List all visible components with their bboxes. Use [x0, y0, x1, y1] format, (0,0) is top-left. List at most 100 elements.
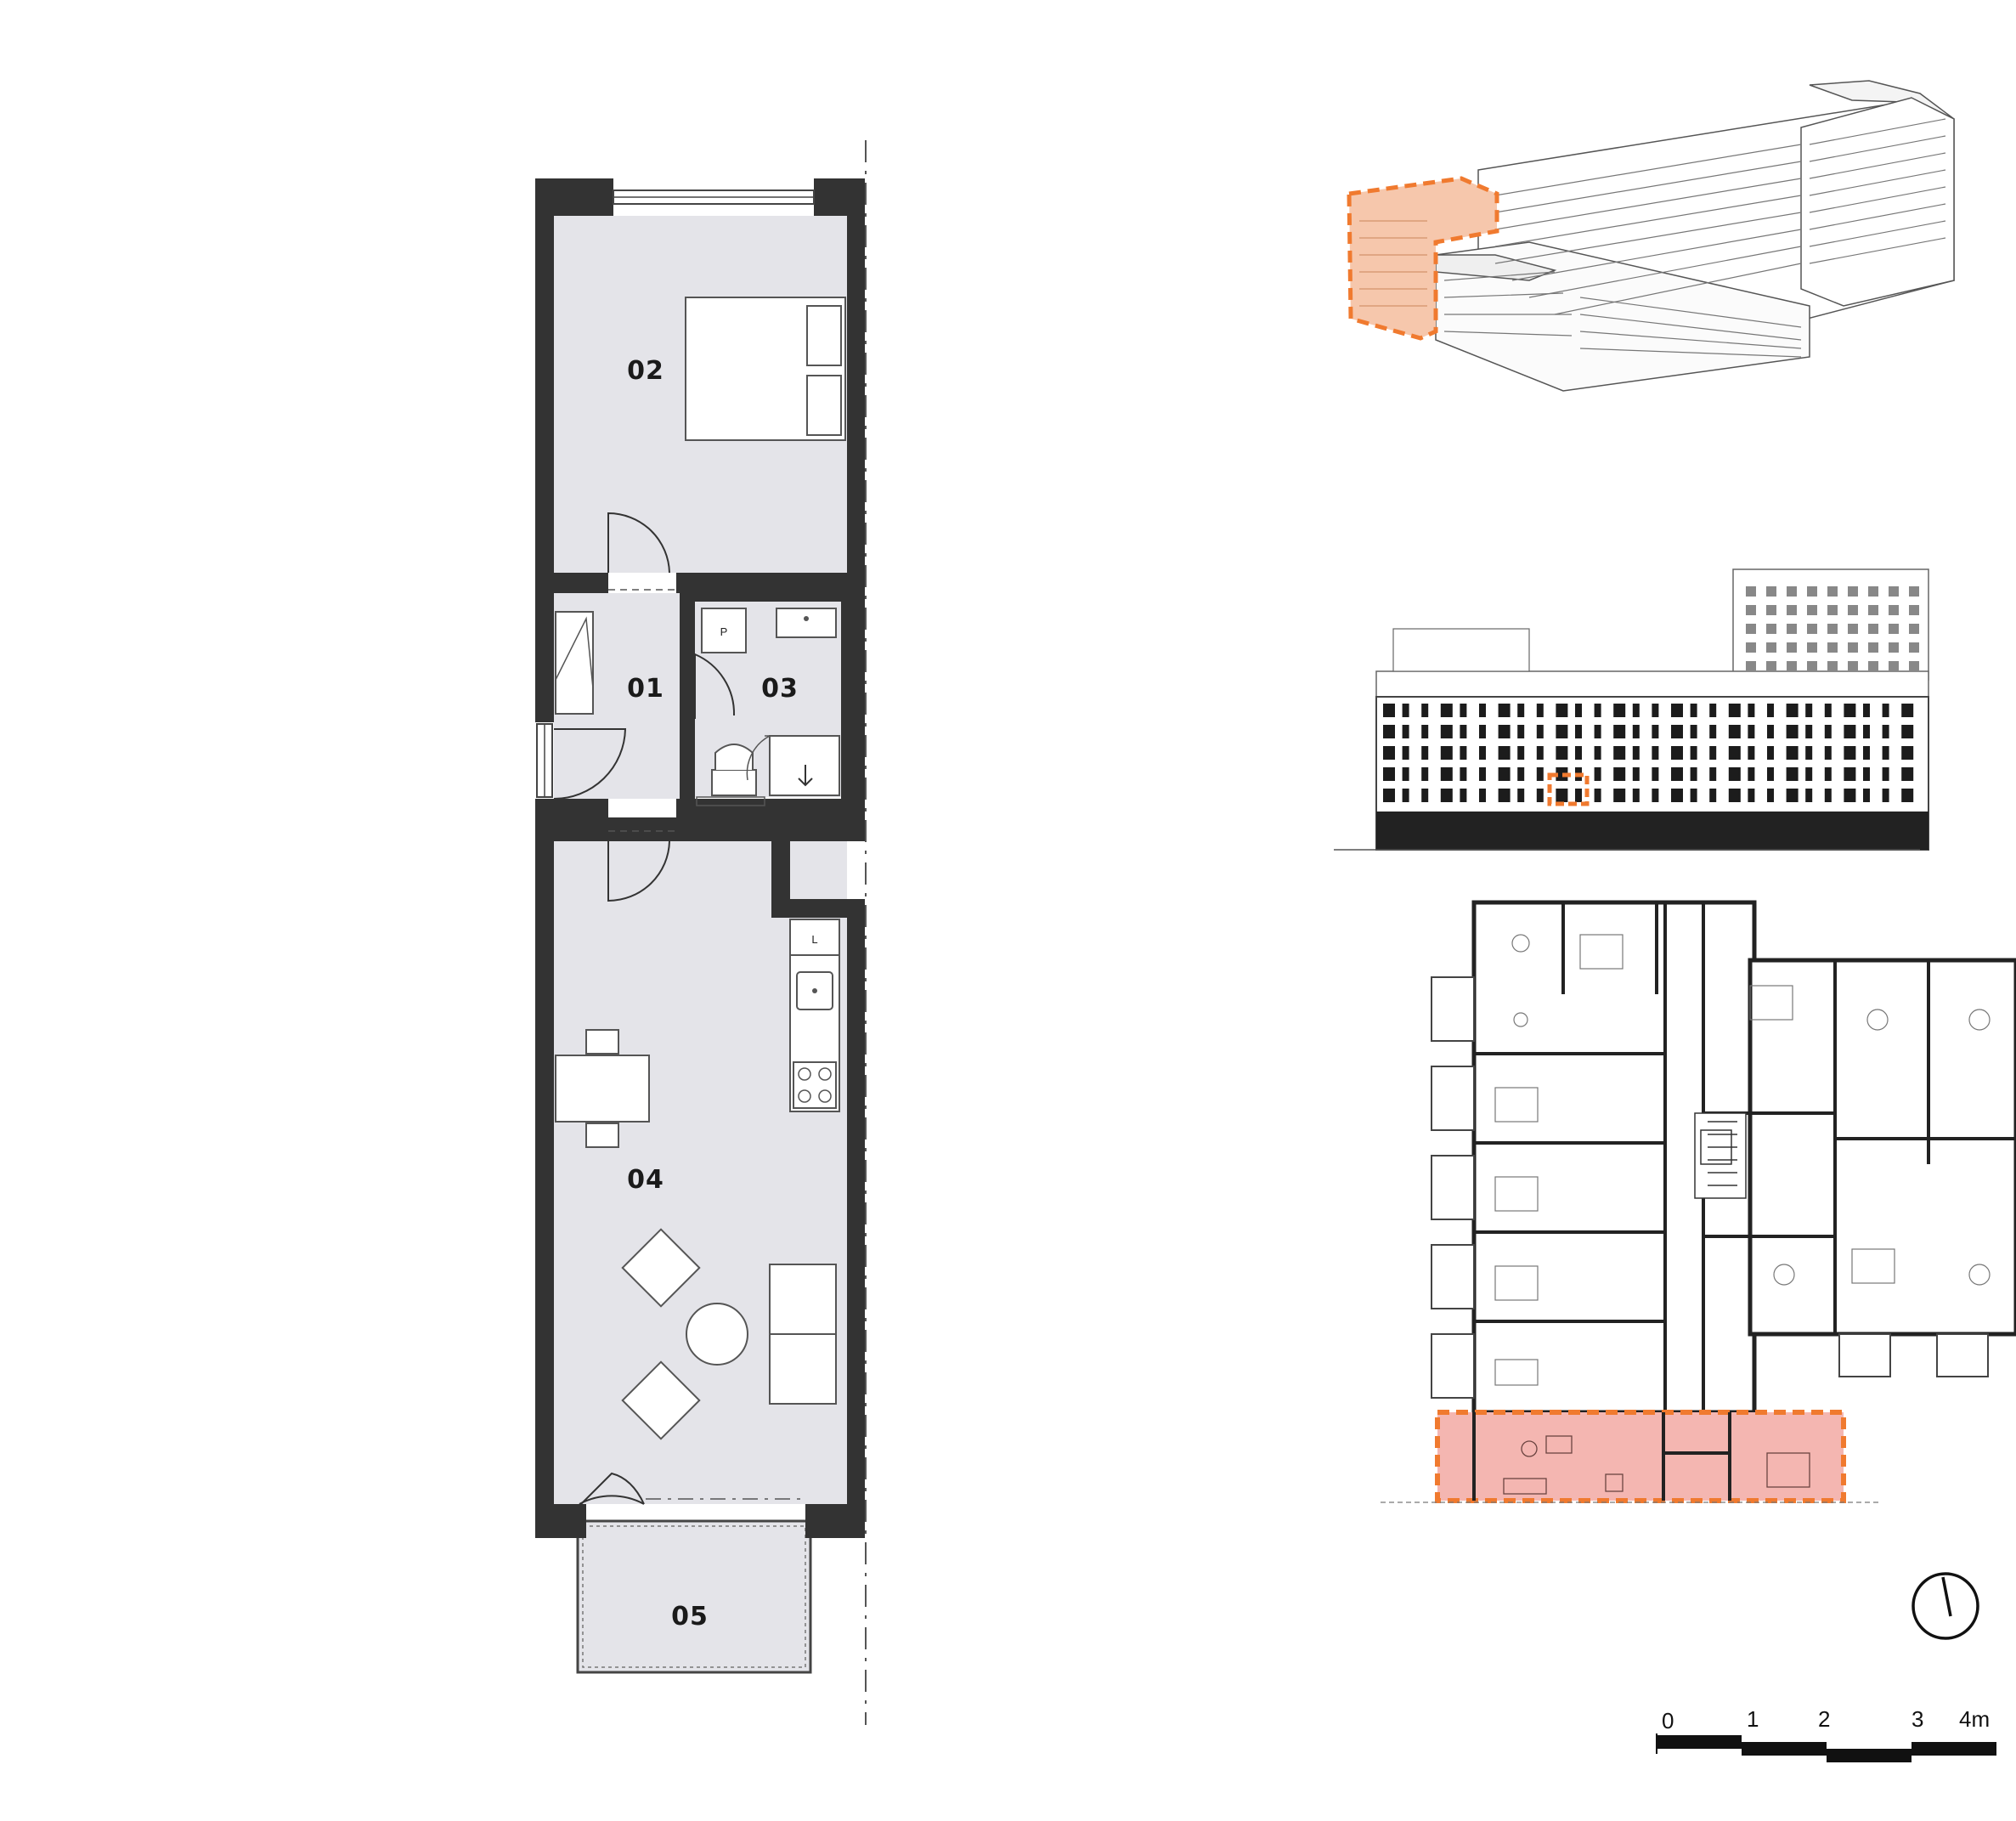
elevation-window — [1901, 767, 1914, 781]
elevation-window — [1824, 767, 1832, 781]
elevation-upper-window — [1807, 642, 1817, 653]
elevation-upper-window — [1848, 642, 1858, 653]
elevation-upper-window — [1868, 605, 1878, 615]
elevation-window — [1613, 767, 1626, 781]
elevation-window — [1517, 746, 1525, 760]
elevation-window — [1748, 746, 1755, 760]
elevation-window — [1556, 746, 1568, 760]
elevation-window — [1460, 725, 1467, 738]
elevation-window — [1479, 746, 1486, 760]
elevation-upper-window — [1909, 642, 1919, 653]
elevation-window — [1709, 789, 1717, 802]
elevation-window — [1594, 725, 1601, 738]
elevation-upper-window — [1766, 642, 1776, 653]
room-label-05: 05 — [671, 1602, 709, 1632]
elevation-window — [1613, 789, 1626, 802]
elevation-window — [1613, 725, 1626, 738]
elevation-window — [1690, 767, 1697, 781]
elevation-window — [1767, 704, 1774, 717]
elevation-upper-window — [1889, 605, 1899, 615]
elevation-window — [1748, 767, 1755, 781]
door-03 — [694, 653, 736, 719]
elevation-window — [1383, 746, 1395, 760]
elevation-window — [1517, 704, 1525, 717]
floor-plan: P L — [535, 140, 867, 1725]
elevation-window — [1556, 767, 1568, 781]
elevation-window — [1728, 767, 1741, 781]
elevation-upper-window — [1787, 661, 1797, 671]
elevation-window — [1536, 704, 1544, 717]
room-label-04: 04 — [627, 1165, 664, 1195]
fridge — [789, 919, 840, 956]
elevation-window — [1517, 789, 1525, 802]
scale-tick-1: 1 — [1747, 1706, 1759, 1732]
elevation-window — [1556, 704, 1568, 717]
scale-bar: 0 1 2 3 4m — [1656, 1706, 1996, 1762]
elevation-upper-window — [1746, 624, 1756, 634]
door-entrance — [553, 728, 627, 800]
elevation-window — [1652, 725, 1659, 738]
elevation-upper-window — [1868, 661, 1878, 671]
elevation-upper-window — [1868, 624, 1878, 634]
elevation-upper-window — [1848, 624, 1858, 634]
elevation-upper-window — [1807, 586, 1817, 597]
building-axonometric — [1347, 80, 1955, 392]
washbasin — [776, 608, 837, 638]
elevation-window — [1901, 789, 1914, 802]
elevation-upper-window — [1889, 586, 1899, 597]
elevation-window — [1594, 767, 1601, 781]
elevation-window — [1440, 789, 1453, 802]
elevation-upper-window — [1868, 642, 1878, 653]
elevation-upper-window — [1746, 661, 1756, 671]
elevation-window — [1786, 704, 1799, 717]
elevation-window — [1728, 789, 1741, 802]
elevation-window — [1728, 746, 1741, 760]
elevation-upper-window — [1827, 661, 1838, 671]
elevation-window — [1709, 704, 1717, 717]
elevation-upper-window — [1889, 661, 1899, 671]
elevation-upper-window — [1848, 661, 1858, 671]
kitchen: L — [789, 919, 840, 1112]
elevation-highlight — [1547, 772, 1590, 806]
elevation-upper-window — [1746, 605, 1756, 615]
elevation-window — [1767, 725, 1774, 738]
elevation-upper-window — [1827, 586, 1838, 597]
elevation-window — [1460, 746, 1467, 760]
elevation-window — [1498, 789, 1511, 802]
elevation-window — [1402, 725, 1409, 738]
elevation-ground-floor — [1376, 812, 1928, 850]
elevation-window — [1575, 704, 1582, 717]
elevation-window — [1498, 725, 1511, 738]
elevation-upper-window — [1787, 586, 1797, 597]
boiler — [701, 608, 747, 653]
elevation-window — [1786, 789, 1799, 802]
elevation-window — [1498, 767, 1511, 781]
elevation-window — [1517, 725, 1525, 738]
elevation-window — [1383, 767, 1395, 781]
elevation-window — [1460, 789, 1467, 802]
scale-tick-4m: 4m — [1959, 1706, 1990, 1732]
elevation-window — [1383, 704, 1395, 717]
elevation-window — [1882, 704, 1889, 717]
elevation-upper-window — [1766, 605, 1776, 615]
elevation-window — [1863, 746, 1870, 760]
fridge-label: L — [811, 933, 817, 946]
elevation-window — [1901, 746, 1914, 760]
elevation-window — [1805, 789, 1813, 802]
elevation-window — [1805, 746, 1813, 760]
living-furniture — [621, 1228, 837, 1440]
elevation-window — [1728, 725, 1741, 738]
elevation-window — [1690, 704, 1697, 717]
elevation-window — [1632, 746, 1640, 760]
elevation-upper-window — [1746, 586, 1756, 597]
elevation-window — [1844, 704, 1856, 717]
elevation-window — [1786, 725, 1799, 738]
elevation-upper-window — [1827, 605, 1838, 615]
elevation-window — [1402, 704, 1409, 717]
elevation-window — [1440, 704, 1453, 717]
elevation-window — [1863, 704, 1870, 717]
elevation-window — [1824, 704, 1832, 717]
elevation-window — [1748, 789, 1755, 802]
boiler-label: P — [720, 625, 728, 638]
elevation-window — [1844, 725, 1856, 738]
